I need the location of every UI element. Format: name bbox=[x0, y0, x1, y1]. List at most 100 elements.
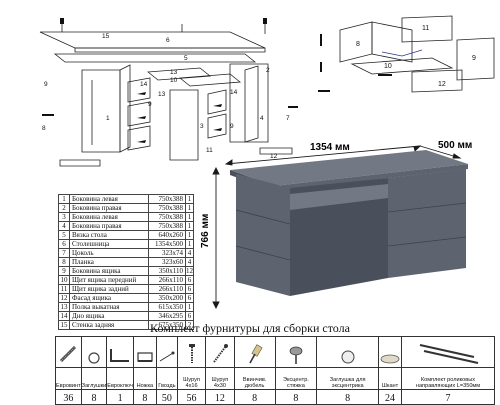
hardware-count: 56 bbox=[176, 389, 207, 405]
screw-dowel-icon bbox=[233, 336, 276, 368]
callout-number: 13 bbox=[170, 69, 178, 76]
hardware-count: 50 bbox=[155, 389, 178, 405]
part-number: 11 bbox=[58, 284, 70, 294]
part-number: 4 bbox=[58, 221, 70, 231]
part-name: Боковина левая bbox=[69, 194, 149, 204]
part-number: 8 bbox=[58, 257, 70, 267]
part-size: 640x260 bbox=[148, 230, 186, 240]
part-number: 2 bbox=[58, 203, 70, 213]
hardware-label: Заглушки bbox=[80, 367, 108, 390]
part-size: 266x110 bbox=[148, 284, 186, 294]
callout-number: 12 bbox=[438, 81, 446, 88]
screw-long-icon bbox=[205, 336, 235, 368]
callout-number: 2 bbox=[266, 67, 270, 74]
callout-number: 9 bbox=[230, 123, 234, 130]
part-qty: 4 bbox=[185, 248, 194, 258]
part-name: Планка bbox=[69, 257, 149, 267]
part-number: 6 bbox=[58, 239, 70, 249]
hardware-title: Комплект фурнитуры для сборки стола bbox=[150, 321, 350, 335]
part-size: 750x388 bbox=[148, 212, 186, 222]
hardware-count: 7 bbox=[401, 389, 495, 405]
hardware-label: Шкант bbox=[377, 367, 403, 390]
callout-number: 15 bbox=[102, 33, 110, 40]
callout-number: 9 bbox=[472, 55, 476, 62]
part-qty: 6 bbox=[185, 284, 194, 294]
rail-icon bbox=[401, 336, 495, 368]
part-qty: 6 bbox=[185, 275, 194, 285]
eccentric-icon bbox=[274, 336, 318, 368]
hardware-label: Евроключ bbox=[106, 367, 134, 390]
callout-number: 9 bbox=[148, 101, 152, 108]
part-size: 346x295 bbox=[148, 311, 186, 321]
part-size: 750x388 bbox=[148, 194, 186, 204]
part-size: 1354x500 bbox=[148, 239, 186, 249]
hardware-label: Шуруп 4x16 bbox=[176, 367, 207, 390]
part-size: 266x110 bbox=[148, 275, 186, 285]
part-qty: 4 bbox=[185, 257, 194, 267]
hardware-count: 24 bbox=[377, 389, 403, 405]
part-number: 3 bbox=[58, 212, 70, 222]
hardware-label: Евровинт bbox=[55, 367, 82, 390]
cap-icon bbox=[80, 336, 108, 368]
hardware-label: Ввинчив. дюбель bbox=[233, 367, 276, 390]
part-qty: 2 bbox=[185, 320, 194, 330]
part-qty: 12 bbox=[185, 266, 194, 276]
hardware-count: 8 bbox=[316, 389, 379, 405]
callout-number: 7 bbox=[286, 115, 290, 122]
part-size: 750x388 bbox=[148, 203, 186, 213]
part-number: 9 bbox=[58, 266, 70, 276]
part-name: Боковина правая bbox=[69, 203, 149, 213]
part-qty: 6 bbox=[185, 311, 194, 321]
hardware-label: Комплект роликовых направляющих L=350мм bbox=[401, 367, 495, 390]
part-name: Щит ящика задний bbox=[69, 284, 149, 294]
pin-icon bbox=[377, 336, 403, 368]
part-size: 615x350 bbox=[148, 302, 186, 312]
part-qty: 1 bbox=[185, 194, 194, 204]
depth-dimension-label: 500 мм bbox=[438, 140, 472, 151]
callout-number: 11 bbox=[206, 147, 213, 154]
part-number: 13 bbox=[58, 302, 70, 312]
callout-number: 3 bbox=[200, 123, 204, 130]
height-dimension-label: 766 мм bbox=[200, 214, 211, 248]
part-size: 750x388 bbox=[148, 221, 186, 231]
part-size: 350x110 bbox=[148, 266, 186, 276]
part-size: 323x60 bbox=[148, 257, 186, 267]
callout-number: 10 bbox=[384, 63, 392, 70]
hex-key-icon bbox=[106, 336, 134, 368]
part-size: 350x200 bbox=[148, 293, 186, 303]
hardware-label: Эксцентр. стяжка bbox=[274, 367, 318, 390]
callout-number: 5 bbox=[184, 55, 188, 62]
part-name: Столешница bbox=[69, 239, 149, 249]
part-name: Боковина правая bbox=[69, 221, 149, 231]
callout-number: 1 bbox=[106, 115, 110, 122]
hardware-count: 8 bbox=[274, 389, 318, 405]
desk-render: 1354 мм 500 мм 766 мм bbox=[200, 140, 472, 310]
leg-icon bbox=[132, 336, 157, 368]
part-number: 1 bbox=[58, 194, 70, 204]
part-number: 12 bbox=[58, 293, 70, 303]
part-number: 10 bbox=[58, 275, 70, 285]
part-number: 5 bbox=[58, 230, 70, 240]
callout-number: 14 bbox=[140, 81, 148, 88]
part-name: Полка выкатная bbox=[69, 302, 149, 312]
part-name: Щит ящика передний bbox=[69, 275, 149, 285]
hardware-label: Гвоздь bbox=[155, 367, 178, 390]
callout-number: 12 bbox=[270, 153, 278, 160]
part-qty: 1 bbox=[185, 212, 194, 222]
callout-number: 14 bbox=[230, 89, 238, 96]
hardware-count: 36 bbox=[55, 389, 82, 405]
part-qty: 6 bbox=[185, 293, 194, 303]
dowel-icon bbox=[55, 336, 82, 368]
eccentric-cap-icon bbox=[316, 336, 379, 368]
